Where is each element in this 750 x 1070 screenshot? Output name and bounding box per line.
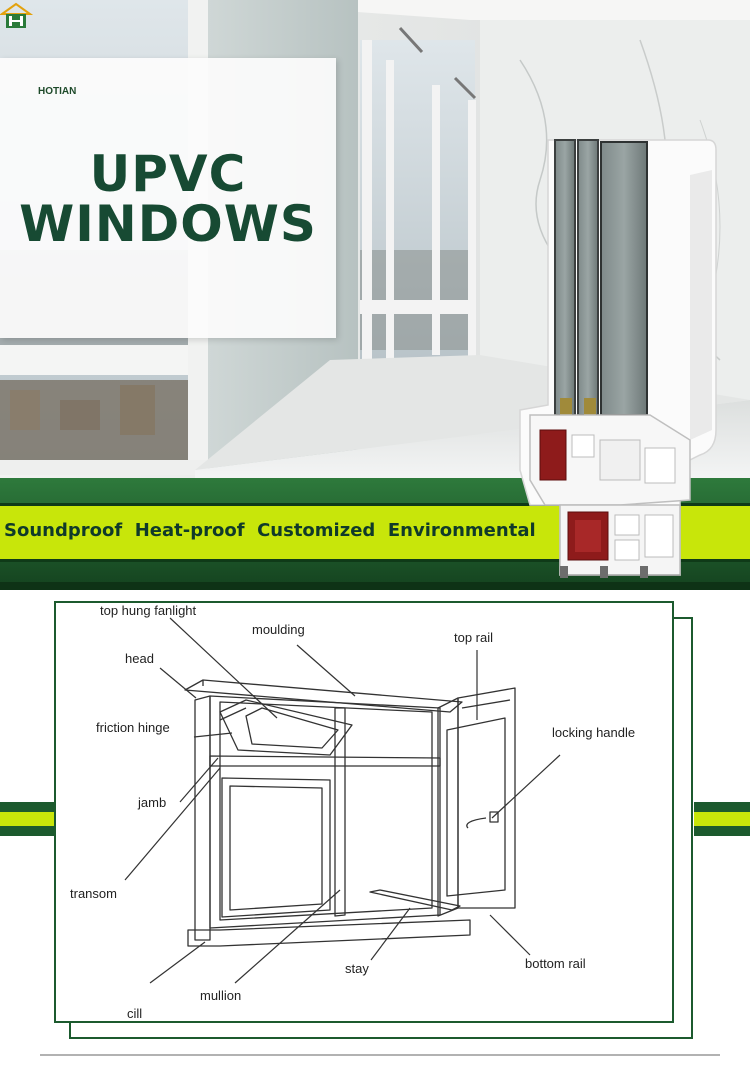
feature-list: Soundproof Heat-proof Customized Environ… (4, 520, 536, 541)
label-jamb: jamb (138, 795, 167, 810)
label-locking-handle: locking handle (552, 725, 636, 740)
brand-name: HOTIAN (38, 86, 77, 97)
label-stay: stay (345, 961, 369, 976)
feature-customized: Customized (257, 520, 376, 541)
label-transom: transom (70, 886, 117, 901)
label-moulding: moulding (252, 622, 305, 637)
label-mullion: mullion (200, 988, 242, 1003)
window-parts-diagram: top hung fanlight moulding head top rail… (0, 590, 750, 1070)
feature-heat-proof: Heat-proof (134, 520, 245, 541)
house-logo-icon (0, 2, 34, 28)
hero-banner: HOTIAN UPVC WINDOWS Soundproof Heat-proo… (0, 0, 750, 590)
label-top-hung-fanlight: top hung fanlight (100, 603, 197, 618)
side-stripe-left (0, 802, 56, 836)
label-top-rail: top rail (454, 630, 494, 645)
feature-environmental: Environmental (387, 520, 536, 541)
label-bottom-rail: bottom rail (525, 956, 586, 971)
headline-line-2: WINDOWS (19, 195, 317, 253)
upvc-profile-illustration (519, 139, 717, 578)
headline-line-1: UPVC (89, 145, 247, 203)
diagram-drawing (0, 601, 750, 1056)
feature-soundproof: Soundproof (4, 520, 123, 541)
side-stripe-right (694, 802, 750, 836)
label-cill: cill (127, 1006, 143, 1021)
label-head: head (125, 651, 154, 666)
title-card (0, 58, 336, 338)
label-friction-hinge: friction hinge (96, 720, 170, 735)
